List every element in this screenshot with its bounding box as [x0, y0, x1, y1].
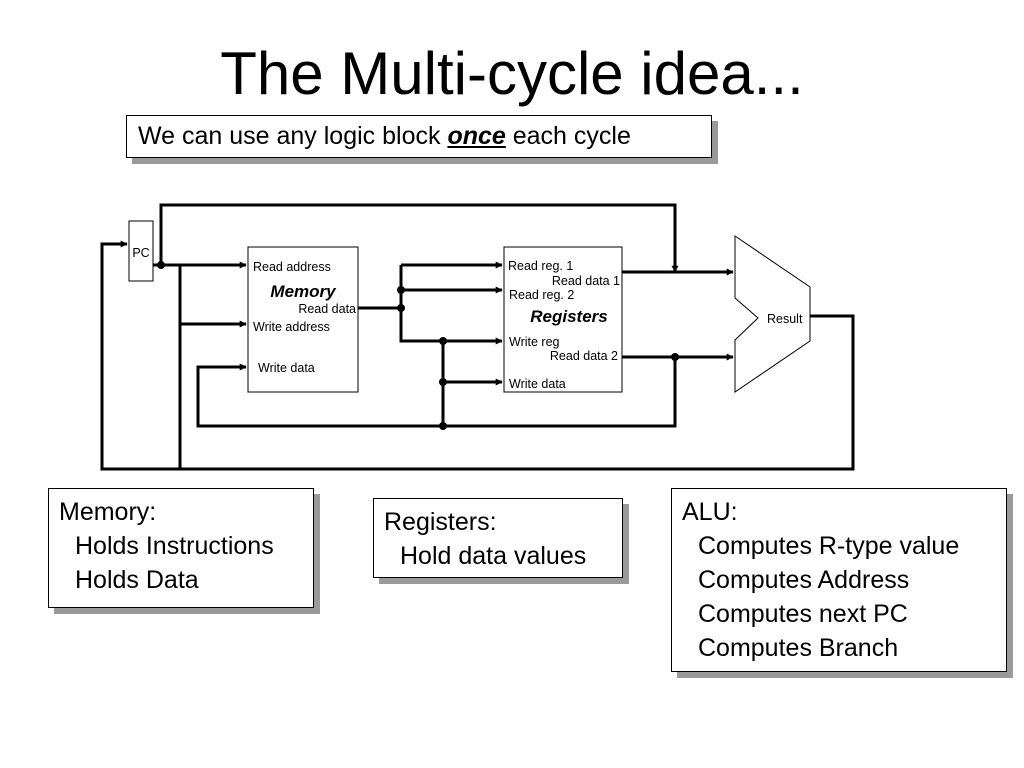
alu-note-heading: ALU:	[682, 498, 738, 526]
subtitle-callout: We can use any logic block once each cyc…	[126, 115, 712, 158]
junction-dot	[439, 422, 447, 430]
memory-note-item: Holds Data	[75, 566, 199, 594]
registers-port-write-data: Write data	[509, 377, 566, 391]
alu-block	[734, 235, 811, 393]
registers-port-read-data-1: Read data 1	[552, 274, 620, 288]
registers-note-item: Hold data values	[400, 542, 587, 570]
memory-note-box: Memory: Holds Instructions Holds Data	[48, 488, 314, 608]
registers-block	[503, 246, 623, 393]
alu-result-label: Result	[767, 312, 803, 326]
registers-block-name: Registers	[530, 307, 607, 326]
memory-port-read-address: Read address	[253, 260, 331, 274]
junction-dot	[397, 304, 405, 312]
memory-note-item: Holds Instructions	[75, 532, 274, 560]
memory-block	[247, 246, 359, 393]
registers-port-write-reg: Write reg	[509, 335, 560, 349]
registers-port-read-reg-1: Read reg. 1	[508, 259, 573, 273]
memory-block-name: Memory	[270, 282, 337, 301]
subtitle-text-after: each cycle	[505, 122, 631, 150]
alu-note-item: Computes Branch	[698, 634, 899, 662]
registers-port-read-reg-2: Read reg. 2	[509, 288, 574, 302]
memory-port-write-data: Write data	[258, 361, 315, 375]
junction-dot	[157, 261, 165, 269]
junction-dot	[439, 337, 447, 345]
junction-dot	[671, 353, 679, 361]
subtitle-text-before: We can use any logic block	[138, 122, 448, 150]
memory-port-read-data: Read data	[298, 302, 356, 316]
alu-note-item: Computes R-type value	[698, 532, 960, 560]
alu-note-item: Computes next PC	[698, 600, 908, 628]
registers-port-read-data-2: Read data 2	[550, 349, 618, 363]
junction-dot	[439, 378, 447, 386]
subtitle-emphasis: once	[447, 122, 506, 150]
pc-register	[128, 220, 154, 282]
junction-dot	[397, 286, 405, 294]
memory-port-write-address: Write address	[253, 320, 330, 334]
registers-note-heading: Registers:	[384, 508, 497, 536]
alu-note-box: ALU: Computes R-type value Computes Addr…	[671, 488, 1007, 672]
pc-label: PC	[132, 246, 149, 260]
memory-note-heading: Memory:	[59, 498, 157, 526]
registers-note-box: Registers: Hold data values	[373, 498, 623, 578]
slide-title: The Multi-cycle idea...	[220, 40, 804, 107]
wire-junctions	[157, 261, 679, 430]
alu-note-item: Computes Address	[698, 566, 910, 594]
